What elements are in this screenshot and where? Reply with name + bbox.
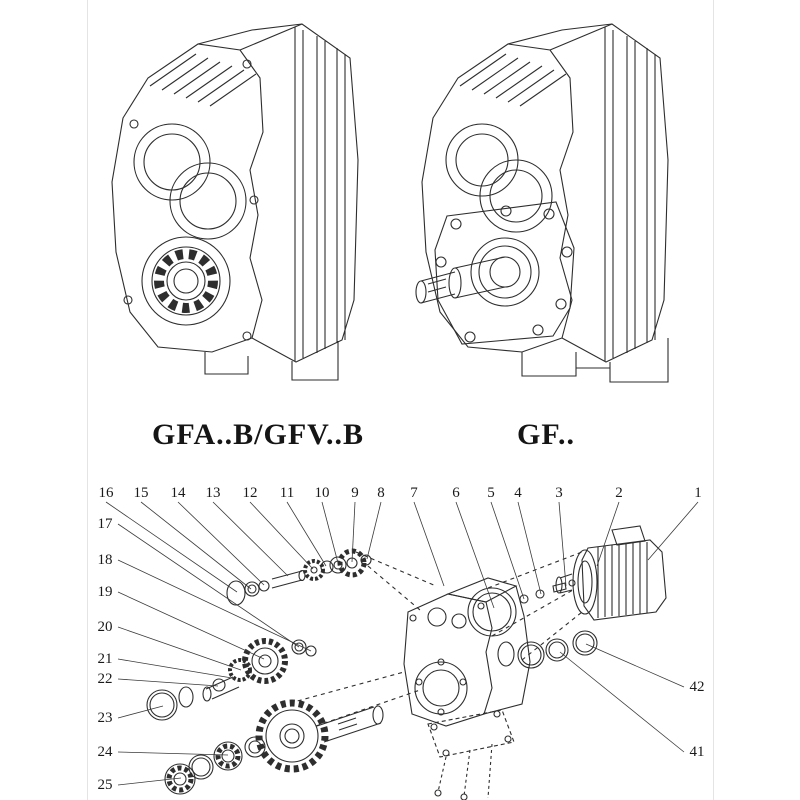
callout-number-14: 14 xyxy=(171,485,187,501)
callout-number-22: 22 xyxy=(98,671,113,687)
leader-line-22 xyxy=(117,678,219,687)
callout-number-11: 11 xyxy=(280,485,294,501)
callout-number-42: 42 xyxy=(690,679,705,695)
leader-line-18 xyxy=(117,559,312,652)
callout-labels-layer: 1234567891011121314151617181920212223242… xyxy=(98,485,705,793)
leader-line-15 xyxy=(140,501,252,590)
model-label-gf: GF.. xyxy=(517,418,575,451)
leader-line-20 xyxy=(117,626,242,671)
callout-number-9: 9 xyxy=(351,485,359,501)
callout-number-16: 16 xyxy=(99,485,115,501)
page-edge-right xyxy=(713,0,714,800)
gearbox-drawing-gfab-gfvb xyxy=(111,23,359,381)
motor-part xyxy=(555,525,667,621)
leader-line-14 xyxy=(177,501,265,586)
callout-number-10: 10 xyxy=(315,485,330,501)
callout-number-3: 3 xyxy=(555,485,563,501)
leader-line-2 xyxy=(596,501,620,567)
leader-line-24 xyxy=(117,751,229,756)
callout-number-18: 18 xyxy=(98,552,113,568)
leader-line-19 xyxy=(117,591,265,660)
callout-number-24: 24 xyxy=(98,744,114,760)
callout-number-6: 6 xyxy=(452,485,460,501)
callout-number-2: 2 xyxy=(615,485,623,501)
exploded-assembly-drawing xyxy=(146,525,667,800)
callout-number-4: 4 xyxy=(514,485,522,501)
callout-number-1: 1 xyxy=(694,485,702,501)
callout-number-20: 20 xyxy=(98,619,113,635)
leader-line-21 xyxy=(117,658,233,679)
leader-line-10 xyxy=(321,501,339,564)
leader-line-12 xyxy=(249,501,314,570)
intermediate-gear-assembly xyxy=(146,638,317,721)
leader-line-3 xyxy=(558,501,567,587)
leader-line-17 xyxy=(117,523,300,648)
callout-number-8: 8 xyxy=(377,485,385,501)
callout-number-12: 12 xyxy=(243,485,258,501)
leader-line-11 xyxy=(286,501,327,567)
callout-number-21: 21 xyxy=(98,651,113,667)
callout-number-15: 15 xyxy=(134,485,149,501)
leader-line-8 xyxy=(366,501,382,560)
leader-line-1 xyxy=(647,501,699,561)
page-edge-left xyxy=(87,0,88,800)
callout-number-7: 7 xyxy=(410,485,418,501)
leader-line-4 xyxy=(517,501,542,595)
input-shaft-assembly xyxy=(226,548,372,606)
seal-rings xyxy=(467,579,598,669)
callout-number-25: 25 xyxy=(98,777,113,793)
callout-number-13: 13 xyxy=(206,485,221,501)
leader-line-41 xyxy=(559,651,685,753)
leader-line-9 xyxy=(351,501,356,563)
output-gear-assembly xyxy=(164,699,384,795)
leader-line-7 xyxy=(413,501,445,587)
leader-line-5 xyxy=(490,501,525,600)
cover-plate-part xyxy=(427,709,515,800)
housing-part xyxy=(403,577,531,727)
callout-number-23: 23 xyxy=(98,710,113,726)
callout-number-17: 17 xyxy=(98,516,114,532)
leader-lines-layer xyxy=(105,501,699,786)
model-label-gfab-gfvb: GFA..B/GFV..B xyxy=(152,418,364,451)
leader-line-42 xyxy=(585,643,685,688)
leader-line-6 xyxy=(455,501,495,609)
leader-line-25 xyxy=(117,777,182,786)
callout-number-5: 5 xyxy=(487,485,495,501)
leader-line-13 xyxy=(212,501,289,577)
gearbox-drawing-gf xyxy=(415,23,669,383)
leader-line-16 xyxy=(105,501,238,593)
callout-number-41: 41 xyxy=(690,744,705,760)
leader-line-23 xyxy=(117,705,164,719)
alignment-lines xyxy=(289,551,583,727)
callout-number-19: 19 xyxy=(98,584,113,600)
